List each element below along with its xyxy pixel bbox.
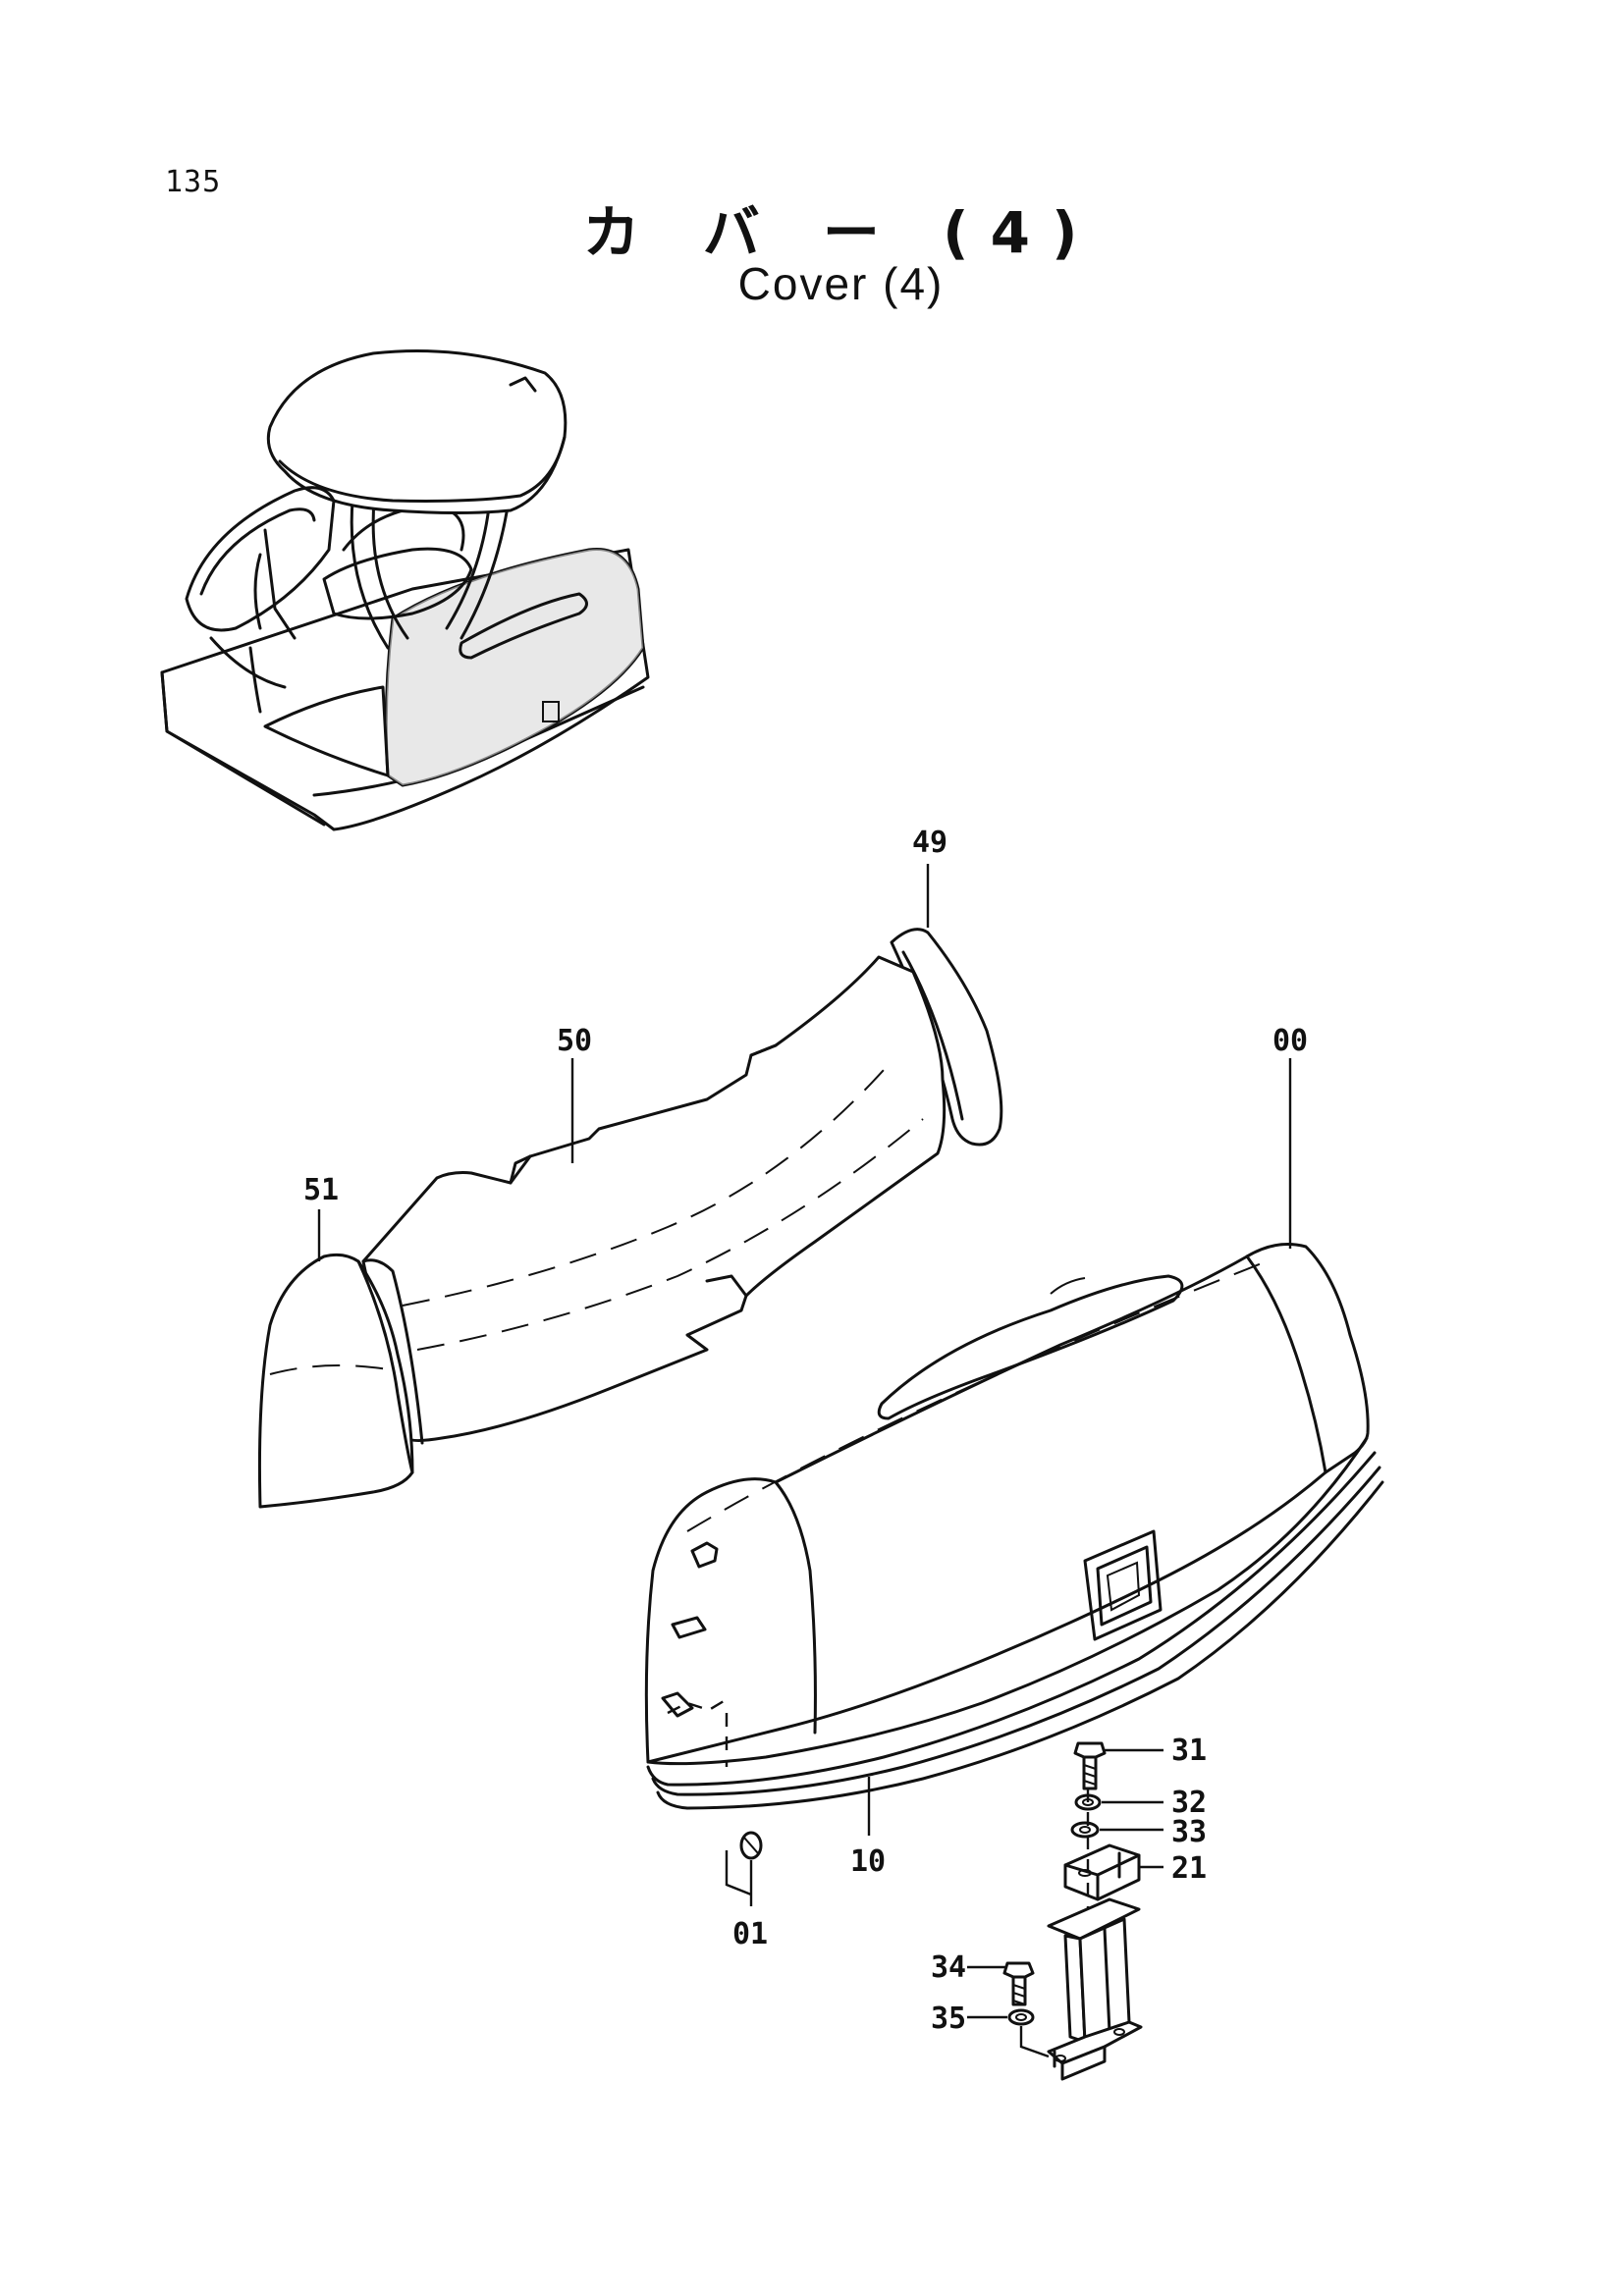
- callout-32: 32: [1171, 1786, 1207, 1820]
- part-50-upper-cover: [361, 955, 947, 1445]
- bracket-21: [1063, 1843, 1141, 1901]
- callout-10: 10: [850, 1844, 886, 1879]
- bolt-34-path: [1019, 2026, 1050, 2058]
- callout-50: 50: [557, 1024, 592, 1058]
- washer-35: [1007, 2008, 1035, 2026]
- page-number: 135: [165, 165, 222, 199]
- callout-34: 34: [931, 1950, 966, 1985]
- leader-lines: [317, 864, 1292, 2019]
- bolt-34: [1002, 1961, 1035, 2006]
- part-01-pin: [725, 1831, 763, 1896]
- callout-31: 31: [1171, 1734, 1207, 1768]
- callout-35: 35: [931, 2002, 966, 2036]
- washer-33: [1070, 1821, 1100, 1839]
- bolt-31: [1073, 1741, 1107, 1790]
- machine-overview-illustration: [160, 349, 650, 831]
- part-00-main-cover: [644, 1243, 1384, 1810]
- callout-33: 33: [1171, 1815, 1207, 1849]
- support-stand: [1047, 1897, 1143, 2081]
- callout-00: 00: [1272, 1024, 1308, 1058]
- callout-01: 01: [732, 1917, 768, 1951]
- callout-51: 51: [303, 1173, 339, 1207]
- callout-21: 21: [1171, 1851, 1207, 1886]
- title-japanese: カ バ ー (4): [582, 199, 1100, 266]
- part-51-left-cap: [257, 1253, 414, 1509]
- callout-49: 49: [912, 826, 947, 860]
- title-english: Cover (4): [737, 258, 945, 309]
